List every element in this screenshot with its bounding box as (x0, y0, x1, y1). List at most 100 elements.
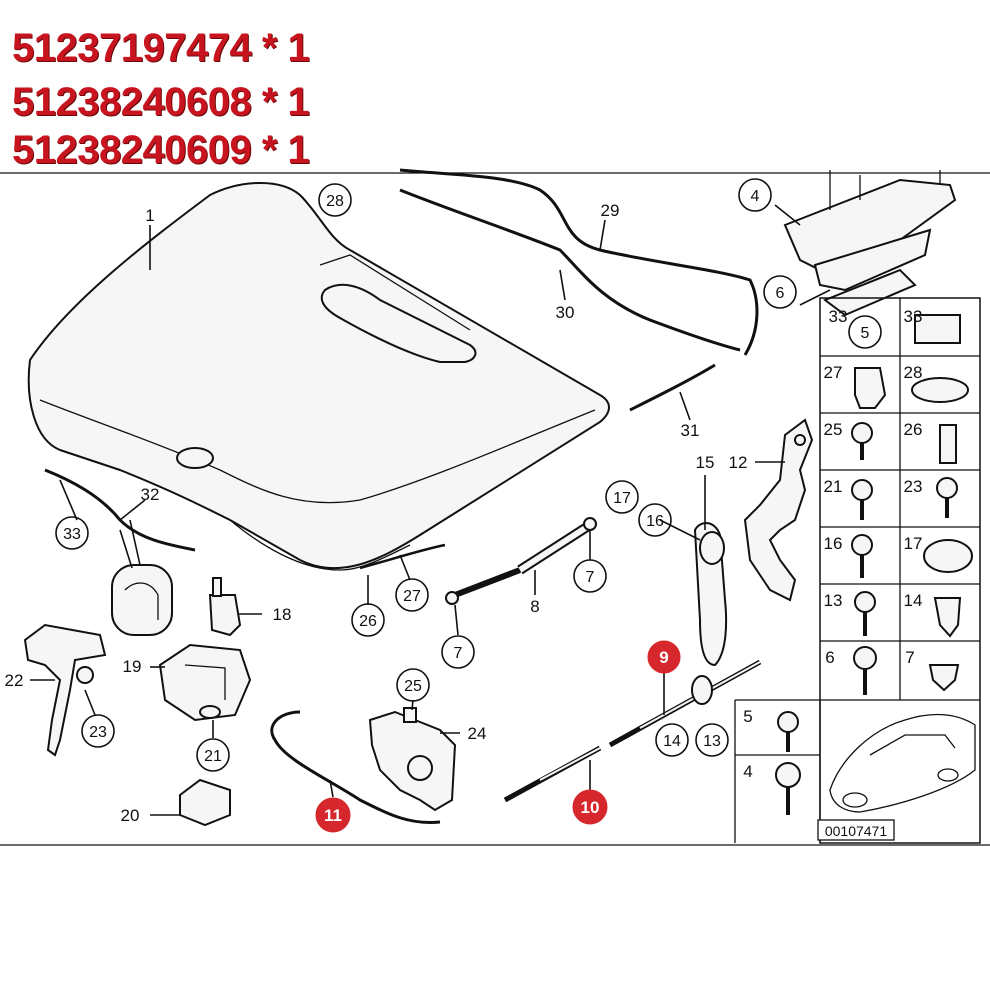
svg-text:15: 15 (696, 453, 715, 472)
grid-label-27: 27 (824, 363, 843, 382)
leader-lines (30, 204, 831, 816)
grid-label-33: 33 (829, 307, 848, 326)
diagram-id-box (817, 819, 895, 841)
callout-18: 18 (273, 605, 292, 624)
grid-label-16: 16 (824, 534, 843, 553)
lock-24 (368, 707, 457, 812)
callout-28: 28 (318, 183, 352, 217)
diagram-id: 00107471 (825, 823, 888, 839)
svg-text:13: 13 (703, 733, 721, 750)
callout-23: 23 (81, 714, 115, 748)
svg-text:9: 9 (659, 648, 668, 667)
callout-14: 14 (655, 723, 689, 757)
callout-25: 25 (396, 668, 430, 702)
svg-text:24: 24 (468, 724, 487, 743)
svg-text:32: 32 (141, 485, 160, 504)
hinge-assembly (783, 170, 957, 317)
seal-profile-detail (111, 519, 173, 636)
part-number-line-2: 51238240608 * 1 (12, 80, 310, 124)
callout-9: 9 (647, 640, 681, 674)
svg-text:25: 25 (404, 678, 422, 695)
svg-text:27: 27 (403, 588, 421, 605)
callout-4: 4 (738, 178, 772, 212)
svg-text:31: 31 (681, 421, 700, 440)
svg-text:6: 6 (776, 285, 785, 302)
svg-text:19: 19 (123, 657, 142, 676)
callout-19: 19 (123, 657, 142, 676)
svg-text:17: 17 (613, 490, 631, 507)
clip-20 (179, 778, 231, 827)
callout-17: 17 (605, 480, 639, 514)
part-number-line-1: 51237197474 * 1 (12, 26, 310, 70)
gas-strut (445, 517, 597, 605)
grid-labels: 33 33 27 28 25 26 21 23 16 17 13 14 6 7 … (743, 307, 922, 781)
svg-text:30: 30 (556, 303, 575, 322)
cable-10 (503, 745, 602, 803)
svg-text:22: 22 (5, 671, 24, 690)
svg-text:4: 4 (751, 188, 760, 205)
hood-panel (27, 182, 610, 571)
callout-13: 13 (695, 723, 729, 757)
hinge-22 (23, 623, 107, 757)
callout-24: 24 (468, 724, 487, 743)
svg-text:12: 12 (729, 453, 748, 472)
callout-22: 22 (5, 671, 24, 690)
svg-text:26: 26 (359, 613, 377, 630)
grid-label-14: 14 (904, 591, 923, 610)
callout-1: 1 (145, 206, 154, 225)
grid-label-6: 6 (825, 648, 834, 667)
svg-text:23: 23 (89, 724, 107, 741)
callout-27: 27 (395, 578, 429, 612)
seal-27 (359, 543, 446, 570)
svg-text:33: 33 (63, 526, 81, 543)
bracket-12 (743, 418, 814, 602)
grid-label-4: 4 (743, 762, 752, 781)
callout-6: 6 (763, 275, 797, 309)
callout-5: 5 (848, 315, 882, 349)
grid-label-5: 5 (743, 707, 752, 726)
part-number-line-3: 51238240609 * 1 (12, 128, 310, 172)
svg-text:1: 1 (145, 206, 154, 225)
seal-30 (399, 188, 741, 352)
callout-7b: 7 (441, 635, 475, 669)
svg-text:21: 21 (204, 748, 222, 765)
lock-19 (158, 643, 252, 722)
svg-text:8: 8 (530, 597, 539, 616)
grid-label-13: 13 (824, 591, 843, 610)
vehicle-thumbnail (829, 713, 976, 813)
svg-text:11: 11 (324, 806, 342, 825)
svg-text:10: 10 (581, 798, 600, 817)
cable-11 (270, 710, 441, 825)
callout-26: 26 (351, 603, 385, 637)
seal-31 (629, 363, 716, 412)
grid-label-26: 26 (904, 420, 923, 439)
grid-label-17: 17 (904, 534, 923, 553)
grid-label-33b: 33 (904, 307, 923, 326)
svg-text:5: 5 (861, 325, 870, 342)
fastener-grid (734, 297, 981, 844)
callout-20: 20 (121, 806, 140, 825)
svg-text:18: 18 (273, 605, 292, 624)
release-lever (693, 522, 728, 667)
grid-label-23: 23 (904, 477, 923, 496)
svg-text:28: 28 (326, 193, 344, 210)
grid-label-28: 28 (904, 363, 923, 382)
svg-text:20: 20 (121, 806, 140, 825)
callout-33: 33 (55, 516, 89, 550)
grid-label-21: 21 (824, 477, 843, 496)
callout-7a: 7 (573, 559, 607, 593)
grid-label-25: 25 (824, 420, 843, 439)
callout-21: 21 (196, 738, 230, 772)
svg-text:14: 14 (663, 733, 681, 750)
svg-text:16: 16 (646, 513, 664, 530)
callout-8: 8 (530, 597, 539, 616)
callout-31: 31 (681, 421, 700, 440)
callout-11: 11 (315, 797, 351, 833)
callout-16: 16 (638, 503, 672, 537)
callout-12: 12 (729, 453, 748, 472)
clip-18 (208, 577, 242, 637)
cable-9 (608, 659, 762, 748)
svg-text:7: 7 (454, 645, 463, 662)
